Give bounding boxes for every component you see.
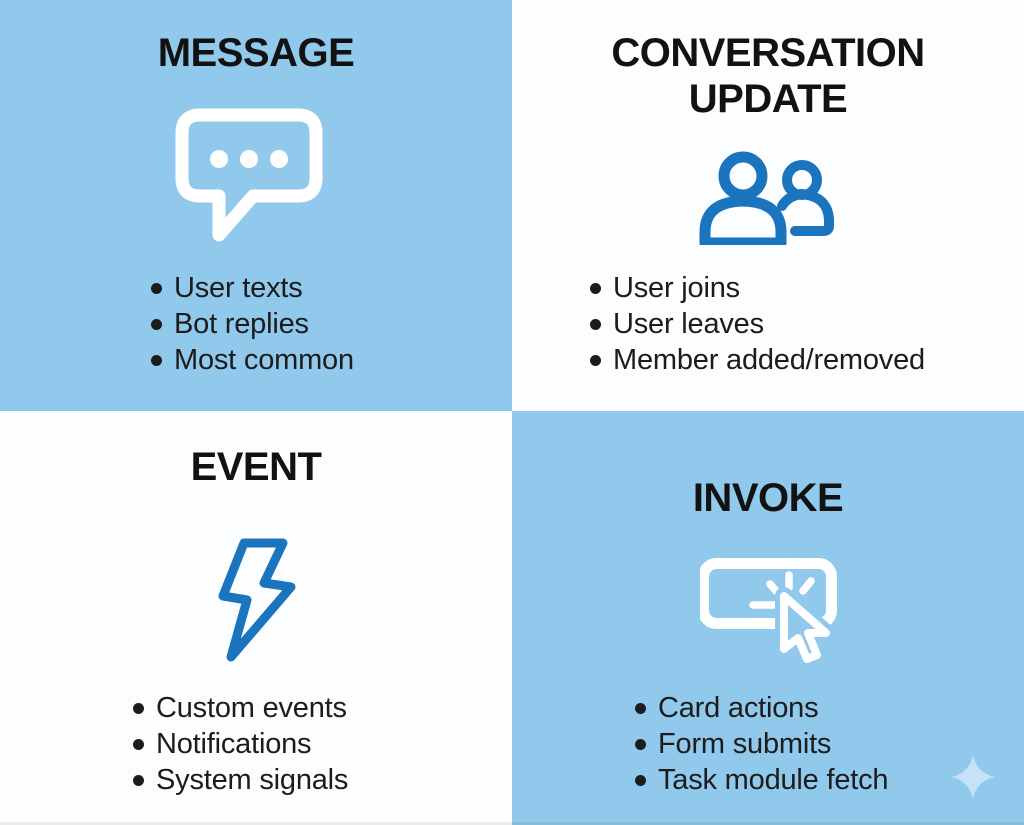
chat-bubble-icon bbox=[175, 108, 323, 242]
lightning-bolt-icon bbox=[218, 538, 296, 662]
list-item-text: User leaves bbox=[613, 307, 764, 340]
list-item: User leaves bbox=[590, 306, 925, 342]
bullet-dot bbox=[133, 738, 144, 750]
bullet-dot bbox=[590, 282, 601, 294]
list-item: Card actions bbox=[635, 690, 888, 726]
list-item-text: Notifications bbox=[156, 727, 312, 760]
list-item-text: Form submits bbox=[658, 727, 832, 760]
button-click-icon bbox=[700, 558, 837, 663]
bullet-dot bbox=[590, 318, 601, 330]
quadrant-invoke: INVOKE Card actions Form submits Task mo… bbox=[512, 411, 1024, 825]
list-item: Form submits bbox=[635, 726, 888, 762]
quadrant-title-line: INVOKE bbox=[692, 476, 844, 520]
list-item: Custom events bbox=[133, 690, 348, 726]
quadrant-title-line: MESSAGE bbox=[157, 31, 355, 75]
bullet-dot bbox=[635, 738, 646, 750]
bullet-dot bbox=[151, 282, 162, 294]
bullet-dot bbox=[151, 354, 162, 366]
bullet-dot bbox=[635, 774, 646, 786]
list-item-text: Bot replies bbox=[174, 307, 309, 340]
bullet-list: User texts Bot replies Most common bbox=[151, 270, 354, 378]
bullet-dot bbox=[133, 702, 144, 714]
list-item-text: User joins bbox=[613, 271, 740, 304]
list-item: Notifications bbox=[133, 726, 348, 762]
bullet-dot bbox=[590, 354, 601, 366]
list-item-text: Most common bbox=[174, 343, 354, 376]
list-item-text: Task module fetch bbox=[658, 763, 889, 796]
list-item-text: User texts bbox=[174, 271, 303, 304]
quadrant-message: MESSAGE User texts Bot replies Most comm… bbox=[0, 0, 512, 413]
bullet-list: Card actions Form submits Task module fe… bbox=[635, 690, 889, 798]
bullet-dot bbox=[133, 774, 144, 786]
list-item: Bot replies bbox=[151, 306, 354, 342]
people-icon bbox=[699, 151, 834, 245]
quadrant-title-line: EVENT bbox=[190, 445, 322, 489]
quadrant-conversation-update: CONVERSATION UPDATE User joins User leav… bbox=[512, 0, 1024, 411]
list-item: Member added/removed bbox=[590, 342, 925, 378]
list-item: Task module fetch bbox=[635, 762, 889, 798]
quadrant-event: EVENT Custom events Notifications System… bbox=[0, 411, 512, 825]
sparkle-icon bbox=[951, 755, 995, 799]
quadrant-title: INVOKE bbox=[512, 475, 1024, 521]
list-item-text: System signals bbox=[156, 763, 349, 796]
list-item: User joins bbox=[590, 270, 925, 306]
bullet-list: Custom events Notifications System signa… bbox=[133, 690, 348, 798]
quadrant-title: MESSAGE bbox=[0, 30, 512, 76]
list-item: Most common bbox=[151, 342, 354, 378]
list-item: User texts bbox=[151, 270, 354, 306]
list-item-text: Card actions bbox=[658, 691, 819, 724]
quadrant-title-line: UPDATE bbox=[688, 77, 848, 121]
list-item-text: Custom events bbox=[156, 691, 347, 724]
list-item-text: Member added/removed bbox=[613, 343, 925, 376]
bullet-list: User joins User leaves Member added/remo… bbox=[590, 270, 925, 378]
quadrant-title-line: CONVERSATION bbox=[611, 31, 925, 75]
list-item: System signals bbox=[133, 762, 348, 798]
bullet-dot bbox=[151, 318, 162, 330]
bullet-dot bbox=[635, 702, 646, 714]
quadrant-title: EVENT bbox=[0, 444, 512, 490]
quadrant-title: CONVERSATION UPDATE bbox=[512, 30, 1024, 122]
